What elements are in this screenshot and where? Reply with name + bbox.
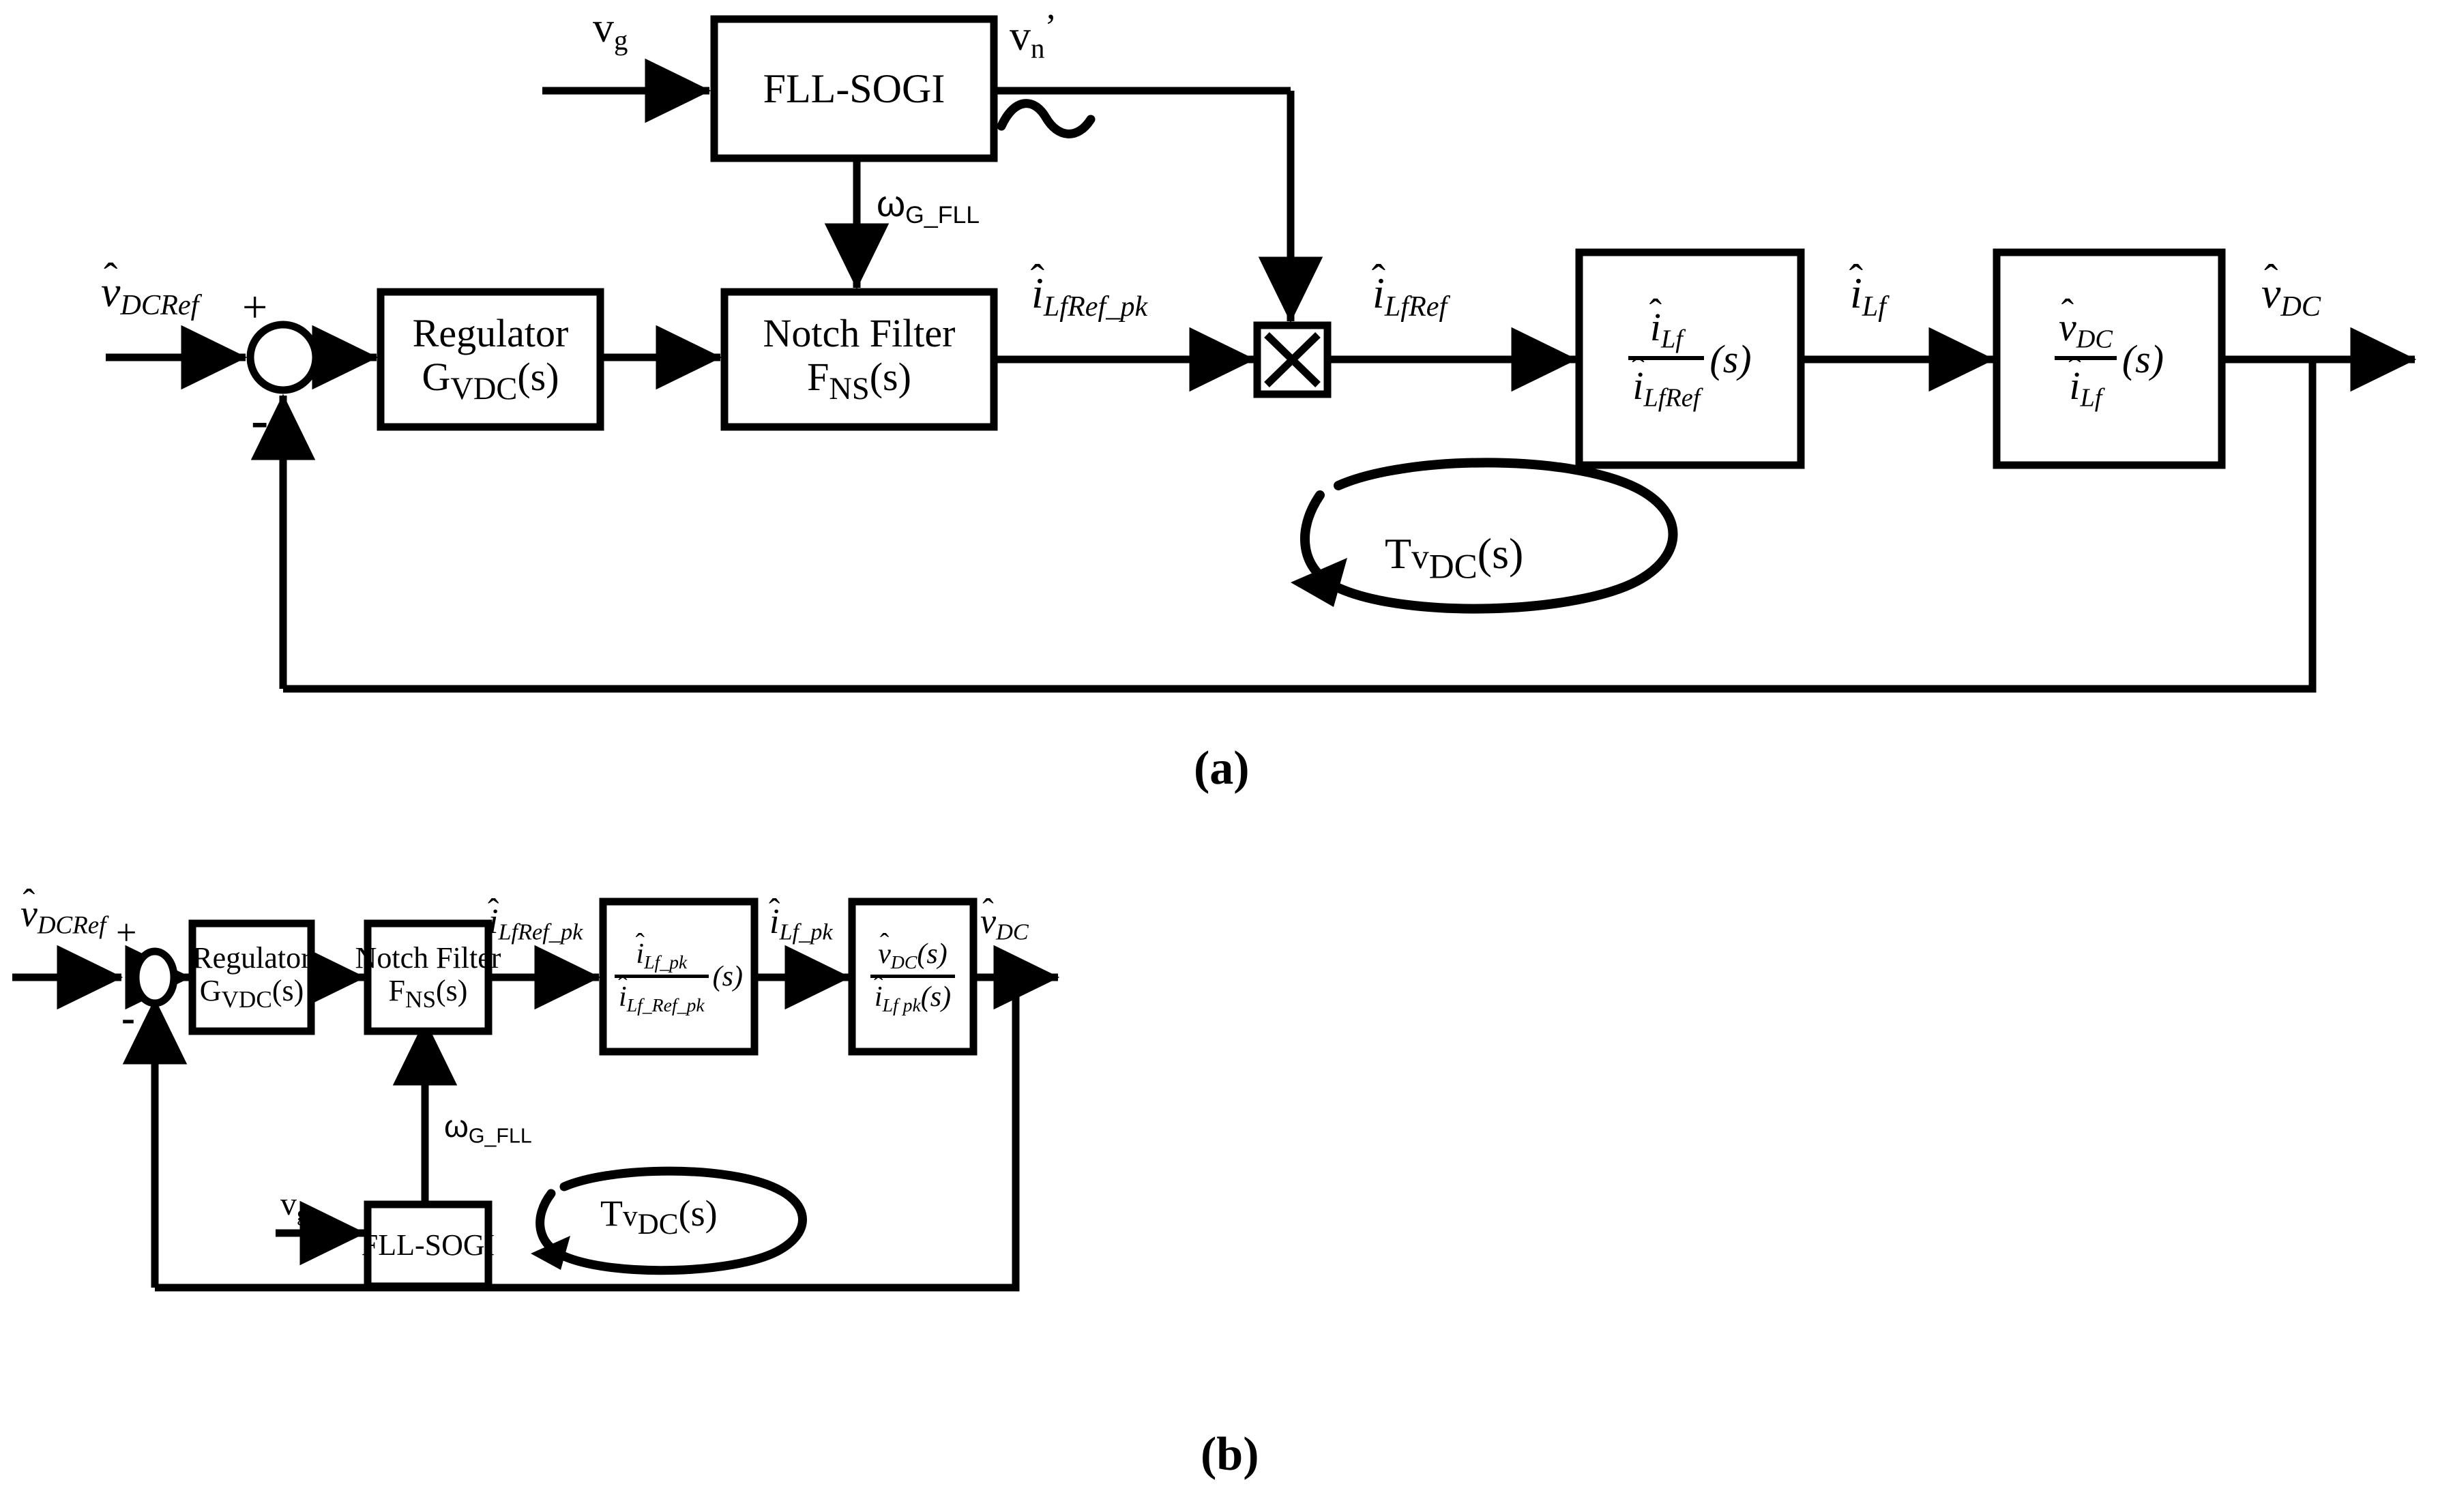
fll-sogi-label-a: FLL-SOGI: [763, 66, 945, 111]
summing-junction-a: [246, 321, 320, 394]
omega-g-fll-label-a: ωG_FLL: [877, 183, 980, 228]
regulator-box-b: [188, 919, 315, 1035]
notch-filter-label-a: Notch Filter FNS(s): [763, 310, 956, 406]
vdc-output-label-b: ̂vDC: [980, 902, 1029, 945]
sum-minus-sign-a: -: [251, 391, 269, 449]
tvdc-loop-arrowhead-a: [1291, 558, 1347, 607]
current-loop-tf-label-a: ̂iLf ̂iLfRef (s): [1579, 252, 1801, 465]
vg-input-label-a: vg: [593, 5, 628, 56]
wire-feedback-bottom-a: [283, 359, 2317, 693]
plant-tf-label-a: ̂vDC ̂iLf (s): [1997, 252, 2222, 465]
summing-junction-b: [132, 947, 178, 1007]
notch-filter-label-b: Notch Filter FNS(s): [355, 940, 501, 1013]
sum-minus-sign-b: -: [121, 995, 135, 1040]
ilfref-pk-label-a: ̂iLfRef_pk: [1031, 269, 1148, 323]
ilf-pk-label-b: ̂iLf_pk: [769, 902, 833, 945]
vdc-output-label-a: ̂vDC: [2261, 269, 2321, 323]
sine-wave-icon-a: [997, 99, 1096, 138]
fll-sogi-box-b: [364, 1200, 493, 1290]
fll-sogi-box-a: [710, 15, 998, 162]
current-loop-tf-box-a: [1575, 248, 1805, 469]
ilfref-pk-label-b: ̂iLfRef_pk: [488, 902, 583, 945]
panel-b-caption: (b): [1201, 1428, 1259, 1481]
ilfref-label-a: ̂iLfRef: [1372, 269, 1448, 323]
multiplier-cross-2-a: [1264, 332, 1321, 387]
vdcref-input-label-a: ̂vDCRef: [101, 267, 199, 321]
sum-plus-sign-a: +: [242, 282, 268, 332]
regulator-label-b: Regulator GVDC(s): [192, 940, 311, 1013]
vg-input-label-b: vg: [280, 1186, 308, 1226]
panel-a-caption: (a): [1194, 742, 1250, 795]
ilf-label-a: ̂iLf: [1850, 269, 1887, 323]
fll-sogi-label-b: FLL-SOGI: [361, 1228, 495, 1262]
current-loop-tf-label-b: ̂iLf_pk ̂iLf_Ref_pk (s): [603, 902, 754, 1052]
sum-plus-sign-b: +: [116, 912, 137, 953]
tvdc-loop-arrowhead-b: [531, 1236, 570, 1270]
vn-prime-label-a: vn’: [1010, 8, 1057, 64]
notch-filter-box-b: [364, 919, 493, 1035]
regulator-box-a: [377, 288, 604, 431]
plant-tf-label-b: ̂vDC(s) ̂iLf pk(s): [852, 902, 973, 1052]
vdcref-input-label-b: ̂vDCRef: [20, 893, 106, 939]
tvdc-loop-label-a: TvDC(s): [1385, 529, 1524, 587]
regulator-label-a: Regulator GVDC(s): [412, 310, 569, 406]
notch-filter-box-a: [720, 288, 998, 431]
tvdc-loop-label-b: TvDC(s): [600, 1193, 718, 1241]
omega-g-fll-label-b: ωG_FLL: [444, 1108, 532, 1148]
